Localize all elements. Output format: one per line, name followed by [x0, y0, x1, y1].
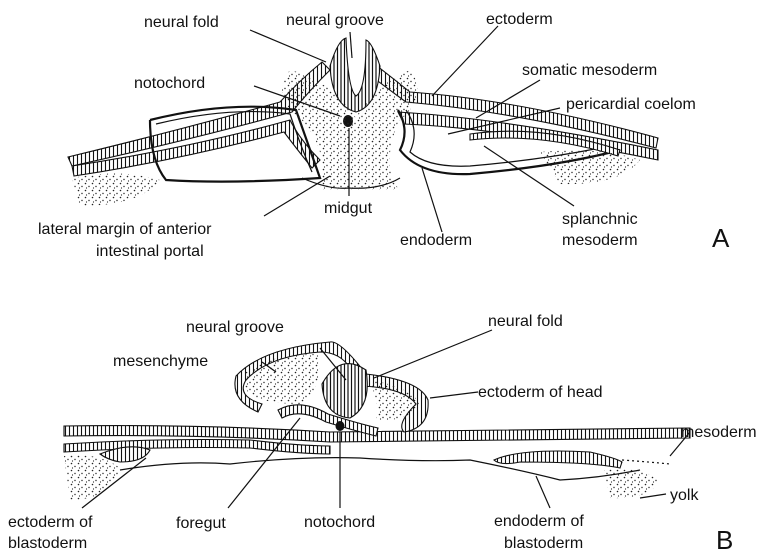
label-neural-fold-a: neural fold	[144, 14, 219, 31]
notochord-b	[336, 421, 345, 431]
label-splanchnic-line2: mesoderm	[562, 232, 638, 249]
label-mesoderm-b: mesoderm	[681, 424, 757, 441]
label-midgut: midgut	[324, 200, 373, 217]
label-ectoderm-of-blastoderm-line1: ectoderm of	[8, 514, 93, 531]
label-endoderm-of-blastoderm-line2: blastoderm	[504, 535, 583, 552]
fold-right	[494, 451, 622, 468]
label-ectoderm-a: ectoderm	[486, 11, 553, 28]
label-ectoderm-of-blastoderm-line2: blastoderm	[8, 535, 87, 552]
label-neural-fold-b: neural fold	[488, 313, 563, 330]
panel-letter-b: B	[716, 525, 733, 554]
label-lateral-margin-line2: intestinal portal	[96, 243, 204, 260]
neural-tube-b	[322, 364, 367, 418]
label-notochord-a: notochord	[134, 75, 205, 92]
label-foregut: foregut	[176, 515, 226, 532]
label-mesenchyme: mesenchyme	[113, 353, 208, 370]
label-somatic-mesoderm: somatic mesoderm	[522, 62, 657, 79]
label-splanchnic-line1: splanchnic	[562, 211, 638, 228]
label-neural-groove-a: neural groove	[286, 12, 384, 29]
label-lateral-margin-line1: lateral margin of anterior	[38, 221, 212, 238]
label-yolk: yolk	[670, 487, 699, 504]
label-neural-groove-b: neural groove	[186, 319, 284, 336]
label-endoderm-a: endoderm	[400, 232, 472, 249]
label-notochord-b: notochord	[304, 514, 375, 531]
label-endoderm-of-blastoderm-line1: endoderm of	[494, 513, 584, 530]
label-ectoderm-of-head: ectoderm of head	[478, 384, 603, 401]
label-pericardial-coelom: pericardial coelom	[566, 96, 696, 113]
panel-letter-a: A	[712, 223, 730, 253]
